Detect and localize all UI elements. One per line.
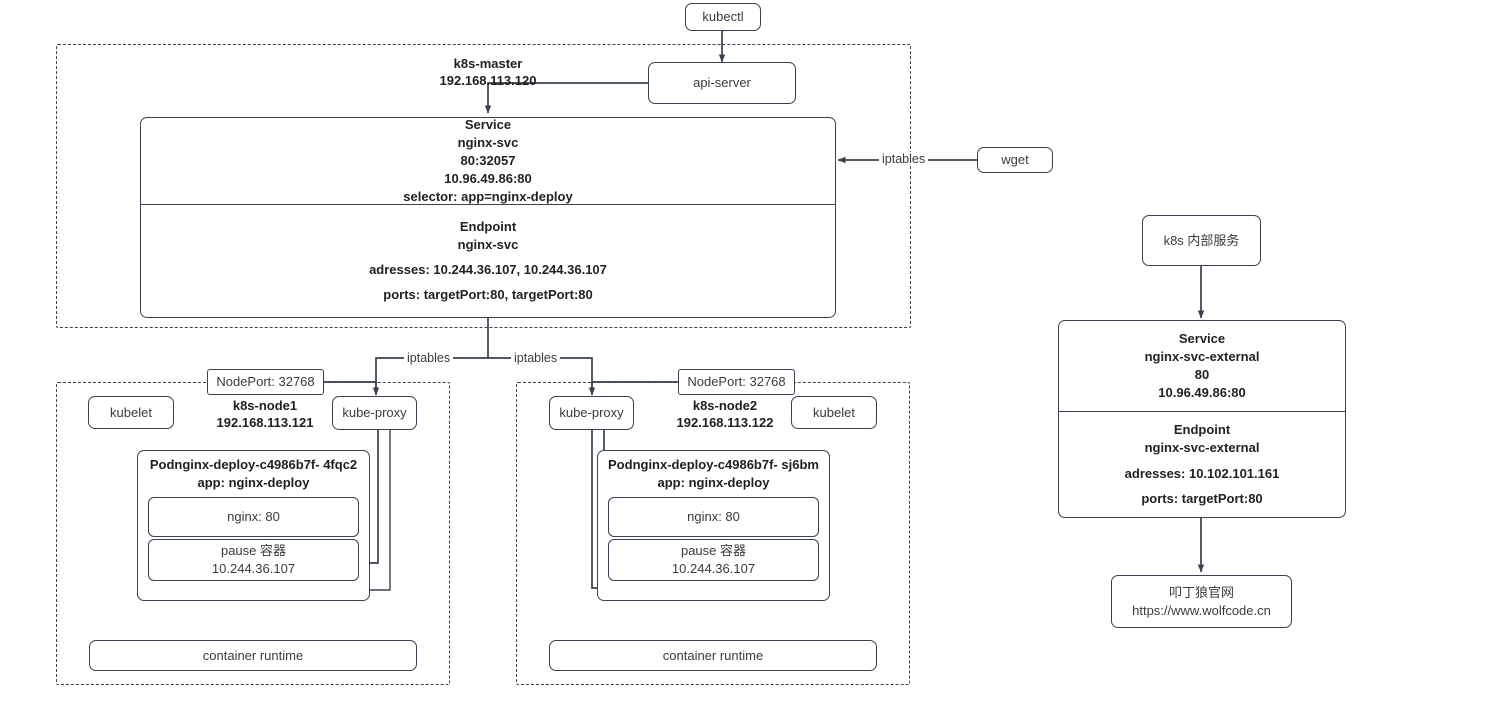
kubectl-box[interactable]: kubectl bbox=[685, 3, 761, 31]
node2-container-runtime-box[interactable]: container runtime bbox=[549, 640, 877, 671]
node1-pod-title-line1: Podnginx-deploy-c4986b7f- bbox=[149, 457, 320, 472]
master-service-endpoint-stack: Service nginx-svc 80:32057 10.96.49.86:8… bbox=[140, 117, 836, 318]
node2-nginx-container[interactable]: nginx: 80 bbox=[608, 497, 819, 538]
node1-nodeport-label: NodePort: 32768 bbox=[216, 374, 315, 390]
external-service-port: 80 bbox=[1194, 367, 1210, 382]
node1-kubelet-label: kubelet bbox=[110, 404, 152, 420]
endpoint-addresses: adresses: 10.244.36.107, 10.244.36.107 bbox=[369, 262, 607, 277]
node1-nginx-container[interactable]: nginx: 80 bbox=[148, 497, 359, 538]
website-name: 叩丁狼官网 bbox=[1168, 584, 1234, 600]
external-endpoint-title: Endpoint bbox=[1173, 422, 1231, 438]
wget-label: wget bbox=[1001, 152, 1029, 168]
node1-pause-container[interactable]: pause 容器 10.244.36.107 bbox=[148, 539, 359, 582]
external-endpoint-box[interactable]: Endpoint nginx-svc-external adresses: 10… bbox=[1059, 411, 1345, 517]
k8s-master-name: k8s-master bbox=[453, 56, 523, 71]
service-selector: selector: app=nginx-deploy bbox=[403, 189, 573, 205]
node2-nginx-label: nginx: 80 bbox=[687, 509, 740, 524]
node1-nodeport-box[interactable]: NodePort: 32768 bbox=[207, 369, 324, 395]
node1-kube-proxy-label: kube-proxy bbox=[342, 405, 407, 421]
k8s-internal-service-label: k8s 内部服务 bbox=[1163, 232, 1240, 248]
node2-pod-box[interactable]: Podnginx-deploy-c4986b7f- sj6bm app: ngi… bbox=[597, 450, 830, 601]
node1-pod-box[interactable]: Podnginx-deploy-c4986b7f- 4fqc2 app: ngi… bbox=[137, 450, 370, 601]
service-box[interactable]: Service nginx-svc 80:32057 10.96.49.86:8… bbox=[141, 116, 835, 205]
node2-kube-proxy-box[interactable]: kube-proxy bbox=[549, 396, 634, 430]
node1-container-runtime-label: container runtime bbox=[202, 647, 304, 663]
node1-pod-app: app: nginx-deploy bbox=[197, 474, 310, 490]
k8s-node1-ip: 192.168.113.121 bbox=[216, 414, 314, 430]
external-service-box[interactable]: Service nginx-svc-external 80 10.96.49.8… bbox=[1059, 321, 1345, 411]
external-endpoint-ports: ports: targetPort:80 bbox=[1141, 490, 1263, 506]
external-service-endpoint-stack: Service nginx-svc-external 80 10.96.49.8… bbox=[1058, 320, 1346, 518]
node2-pause-container[interactable]: pause 容器 10.244.36.107 bbox=[608, 539, 819, 582]
external-endpoint-addresses: adresses: 10.102.101.161 bbox=[1124, 465, 1280, 481]
node2-container-runtime-label: container runtime bbox=[662, 647, 764, 663]
node2-kube-proxy-label: kube-proxy bbox=[559, 405, 624, 421]
k8s-master-caption: k8s-master 192.168.113.120 bbox=[388, 56, 588, 90]
external-service-name: nginx-svc-external bbox=[1144, 348, 1260, 364]
node1-kube-proxy-box[interactable]: kube-proxy bbox=[332, 396, 417, 430]
service-ports: 80:32057 bbox=[460, 152, 516, 168]
node1-kubelet-box[interactable]: kubelet bbox=[88, 396, 174, 429]
api-server-label: api-server bbox=[693, 75, 751, 91]
node2-nodeport-label: NodePort: 32768 bbox=[687, 374, 786, 390]
website-box[interactable]: 叩丁狼官网 https://www.wolfcode.cn bbox=[1111, 575, 1292, 628]
service-name: nginx-svc bbox=[457, 134, 519, 150]
node2-pause-name: pause 容器 bbox=[680, 542, 747, 558]
node2-pod-title: Podnginx-deploy-c4986b7f- sj6bm app: ngi… bbox=[598, 451, 829, 491]
external-service-cluster-ip: 10.96.49.86:80 bbox=[1158, 385, 1246, 401]
node2-kubelet-label: kubelet bbox=[813, 404, 855, 420]
k8s-node2-ip: 192.168.113.122 bbox=[676, 414, 774, 430]
website-url: https://www.wolfcode.cn bbox=[1132, 602, 1271, 618]
k8s-internal-service-box[interactable]: k8s 内部服务 bbox=[1142, 215, 1261, 266]
endpoint-title: Endpoint bbox=[459, 218, 517, 234]
node2-pod-title-line2: sj6bm bbox=[781, 457, 819, 472]
k8s-node1-caption: k8s-node1 192.168.113.121 bbox=[175, 398, 355, 432]
node2-pod-title-line1: Podnginx-deploy-c4986b7f- bbox=[608, 457, 778, 472]
external-service-title: Service bbox=[1178, 330, 1226, 346]
iptables-external-text: iptables bbox=[882, 152, 926, 166]
k8s-node1-name: k8s-node1 bbox=[232, 398, 298, 413]
node1-pod-title: Podnginx-deploy-c4986b7f- 4fqc2 app: ngi… bbox=[138, 451, 369, 491]
wget-box[interactable]: wget bbox=[977, 147, 1053, 173]
external-endpoint-name: nginx-svc-external bbox=[1144, 440, 1260, 456]
node1-pod-title-line2: 4fqc2 bbox=[323, 457, 358, 472]
iptables-label-node2: iptables bbox=[511, 351, 561, 365]
node2-pod-app: app: nginx-deploy bbox=[657, 474, 770, 490]
k8s-node2-caption: k8s-node2 192.168.113.122 bbox=[635, 398, 815, 432]
service-cluster-ip: 10.96.49.86:80 bbox=[444, 171, 532, 187]
node1-pause-ip: 10.244.36.107 bbox=[211, 561, 296, 577]
endpoint-ports: ports: targetPort:80, targetPort:80 bbox=[383, 287, 593, 303]
iptables-label-node1: iptables bbox=[404, 351, 454, 365]
endpoint-name: nginx-svc bbox=[457, 236, 519, 252]
node1-pause-name: pause 容器 bbox=[220, 542, 287, 558]
k8s-master-ip: 192.168.113.120 bbox=[439, 72, 537, 88]
k8s-master-zone bbox=[56, 44, 911, 328]
api-server-box[interactable]: api-server bbox=[648, 62, 796, 104]
node1-container-runtime-box[interactable]: container runtime bbox=[89, 640, 417, 671]
node2-kubelet-box[interactable]: kubelet bbox=[791, 396, 877, 429]
kubectl-label: kubectl bbox=[702, 9, 744, 25]
node2-nodeport-box[interactable]: NodePort: 32768 bbox=[678, 369, 795, 395]
node2-pause-ip: 10.244.36.107 bbox=[671, 561, 756, 577]
endpoint-box[interactable]: Endpoint nginx-svc adresses: 10.244.36.1… bbox=[141, 204, 835, 317]
service-title: Service bbox=[464, 116, 512, 132]
iptables-node1-text: iptables bbox=[407, 351, 451, 365]
node1-nginx-label: nginx: 80 bbox=[227, 509, 280, 524]
iptables-node2-text: iptables bbox=[514, 351, 558, 365]
iptables-label-external: iptables bbox=[879, 152, 929, 166]
k8s-node2-name: k8s-node2 bbox=[692, 398, 758, 413]
